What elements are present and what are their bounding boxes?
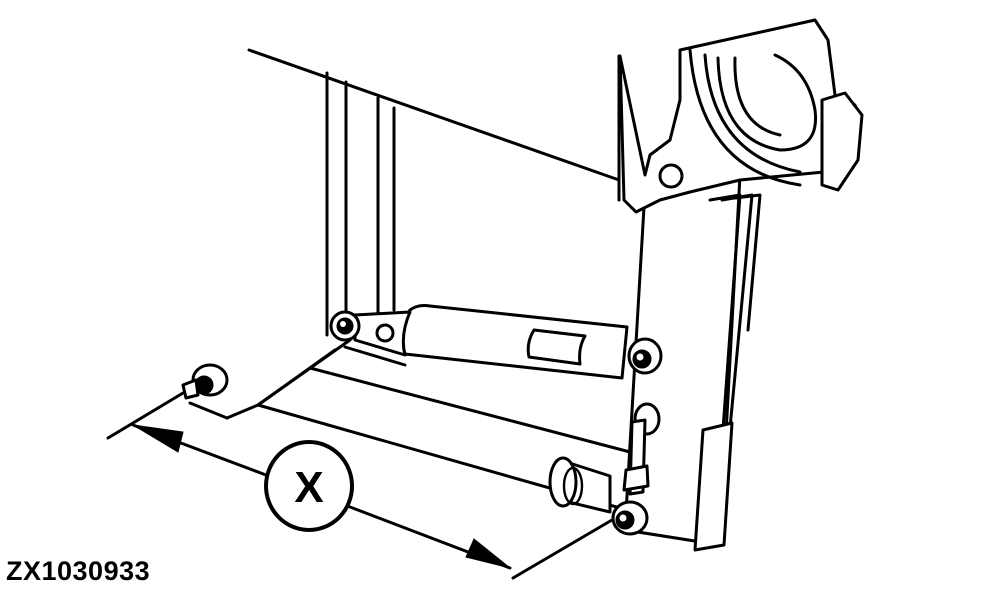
figure-id-label: ZX1030933 <box>6 556 151 586</box>
lower-left-nut <box>181 363 229 400</box>
callout-x: X <box>264 440 354 532</box>
lower-cylinder <box>548 456 612 514</box>
pulley-housing <box>618 18 864 214</box>
gas-strut-cylinder <box>353 304 629 380</box>
upper-strut-nut <box>329 310 361 342</box>
vertical-frame-posts <box>325 54 621 337</box>
strut-right-nut <box>627 337 663 375</box>
strut-label-plate <box>526 328 587 366</box>
upper-frame-edge <box>247 48 621 182</box>
pivot-arm <box>623 173 762 552</box>
dimension-arrow <box>106 391 614 580</box>
lower-right-nut <box>611 500 649 536</box>
latch-pin <box>622 402 661 496</box>
callout-x-label: X <box>294 463 323 512</box>
